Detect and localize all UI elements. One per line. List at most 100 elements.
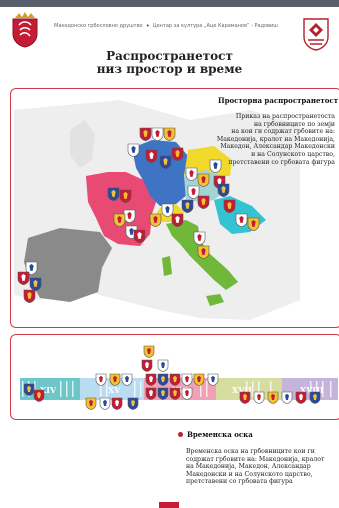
coat-of-arms-icon (149, 213, 162, 227)
map-desc-line: на кои ги содржат грбовите на: (231, 128, 335, 136)
timeline-section-title: Временска оска (187, 430, 253, 439)
timeline-panel (10, 334, 339, 420)
map-desc-line: претставени со грбовата фигура (228, 158, 335, 166)
century-label-15: XV (108, 385, 121, 395)
map-desc-line: Приказ на распространетоста (235, 113, 335, 120)
coat-of-arms-icon (111, 397, 123, 410)
coat-of-arms-icon (127, 143, 140, 157)
coat-of-arms-icon (133, 229, 146, 243)
coat-of-arms-icon (207, 373, 219, 386)
coat-of-arms-icon (235, 213, 248, 227)
coat-of-arms-icon (309, 391, 321, 404)
region-sardinia (162, 256, 172, 276)
map-section-title: Просторна распространетост (218, 96, 339, 105)
coat-of-arms-icon (95, 373, 107, 386)
page-title: Распространетост низ простор и време (0, 50, 339, 76)
coat-of-arms-icon (141, 359, 153, 372)
coat-of-arms-icon (197, 173, 210, 187)
coat-of-arms-icon (33, 389, 45, 402)
coat-of-arms-icon (209, 159, 222, 173)
coat-of-arms-icon (239, 391, 251, 404)
map-desc-line: на грбовниците по земји (253, 120, 335, 128)
coat-of-arms-icon (145, 149, 158, 163)
coat-of-arms-icon (123, 209, 136, 223)
coat-of-arms-icon (223, 199, 236, 213)
coat-of-arms-icon (171, 147, 184, 161)
century-label-18: XVIII (300, 385, 324, 395)
century-label-17: XVII (232, 385, 252, 395)
society-emblem-icon (12, 12, 38, 48)
coat-of-arms-icon (113, 213, 126, 227)
coat-of-arms-icon (169, 387, 181, 400)
coat-of-arms-icon (295, 391, 307, 404)
coat-of-arms-icon (145, 373, 157, 386)
coat-of-arms-icon (197, 195, 210, 209)
region-sicily (206, 294, 224, 306)
region-british-isles (70, 120, 95, 168)
coat-of-arms-icon (171, 213, 184, 227)
culture-center-emblem-icon (303, 18, 329, 51)
map-desc-line: Македон, Александар Македонски (220, 143, 335, 151)
coat-of-arms-icon (25, 261, 38, 275)
coat-of-arms-icon (151, 127, 164, 141)
coat-of-arms-icon (187, 185, 200, 199)
title-line-2: низ простор и време (96, 62, 243, 76)
coat-of-arms-icon (127, 397, 139, 410)
coat-of-arms-icon (161, 203, 174, 217)
region-france (86, 172, 158, 246)
title-line-1: Распространетост (106, 49, 233, 63)
coat-of-arms-icon (181, 387, 193, 400)
bullet-dot (178, 432, 183, 437)
coat-of-arms-icon (185, 167, 198, 181)
coat-of-arms-icon (109, 373, 121, 386)
right-org-name: Центар за култура „Аце Караманов“ - Радо… (152, 23, 278, 29)
timeline-section-description: Временска оска на грбовниците кои ги сод… (186, 448, 324, 486)
coat-of-arms-icon (197, 245, 210, 259)
coat-of-arms-icon (217, 183, 230, 197)
coat-of-arms-icon (157, 387, 169, 400)
region-spain (24, 228, 112, 302)
coat-of-arms-icon (163, 127, 176, 141)
timeline-desc-line: на Македонија, Македон, Александар (186, 463, 311, 471)
coat-of-arms-icon (181, 373, 193, 386)
timeline-desc-line: Македонски и на Солунското царство, (186, 470, 313, 478)
header-organizations: Македонско грбословно друштво•Центар за … (54, 22, 294, 30)
coat-of-arms-icon (181, 199, 194, 213)
coat-of-arms-icon (159, 155, 172, 169)
coat-of-arms-icon (247, 217, 260, 231)
coat-of-arms-icon (107, 187, 120, 201)
left-org-name: Македонско грбословно друштво (54, 23, 143, 29)
timeline-band-4 (216, 378, 282, 400)
coat-of-arms-icon (281, 391, 293, 404)
coat-of-arms-icon (143, 345, 155, 358)
timeline-desc-line: Временска оска на грбовниците кои ги (186, 448, 315, 455)
map-desc-line: Македонија, кралот на Македонија, (216, 135, 335, 143)
timeline-desc-line: претставени со грбовата фигура (186, 478, 293, 486)
timeline-desc-line: содржат грбовите на: Македонија, кралот (186, 455, 325, 463)
bottom-accent-bar (159, 502, 179, 508)
top-bar (0, 0, 339, 7)
coat-of-arms-icon (253, 391, 265, 404)
coat-of-arms-icon (169, 373, 181, 386)
coat-of-arms-icon (193, 231, 206, 245)
coat-of-arms-icon (157, 359, 169, 372)
coat-of-arms-icon (85, 397, 97, 410)
coat-of-arms-icon (23, 383, 35, 396)
coat-of-arms-icon (267, 391, 279, 404)
coat-of-arms-icon (145, 387, 157, 400)
century-label-14: XIV (40, 385, 57, 395)
coat-of-arms-icon (121, 373, 133, 386)
coat-of-arms-icon (99, 397, 111, 410)
separator-dot: • (145, 22, 150, 30)
map-desc-line: и на Солунското царство, (251, 150, 335, 158)
coat-of-arms-icon (29, 277, 42, 291)
coat-of-arms-icon (139, 127, 152, 141)
coat-of-arms-icon (157, 373, 169, 386)
coat-of-arms-icon (193, 373, 205, 386)
map-panel (10, 88, 339, 328)
coat-of-arms-icon (23, 289, 36, 303)
map-section-description: Приказ на распространетоста на грбовници… (217, 113, 335, 166)
coat-of-arms-icon (119, 189, 132, 203)
coat-of-arms-icon (17, 271, 30, 285)
